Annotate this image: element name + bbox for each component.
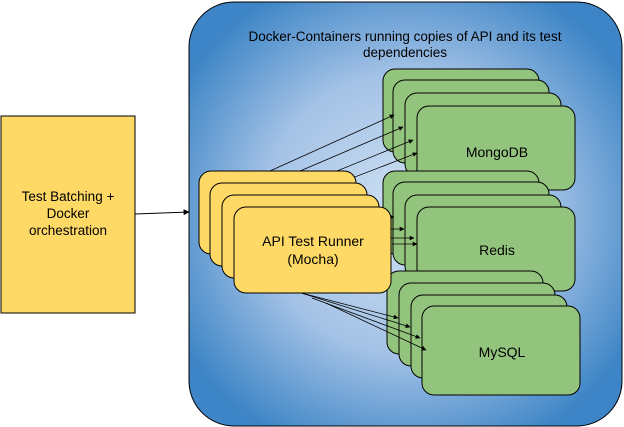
test-runner-label-line-2: (Mocha) — [287, 251, 338, 267]
mysql-stack: MySQL — [386, 270, 581, 396]
mysql-box — [421, 305, 581, 396]
runner-to-mysql-arrow-2 — [297, 291, 411, 329]
test-runner-box — [233, 206, 392, 294]
orchestrator-to-container-arrow — [134, 209, 190, 216]
orchestrator-group: Test Batching + Docker orchestration — [0, 115, 136, 314]
orchestrator-box — [0, 115, 136, 314]
orchestrator-label-line-1: Test Batching + — [22, 189, 115, 204]
test-runner-label-line-1: API Test Runner — [262, 233, 364, 249]
runner-to-mysql-arrow-4 — [325, 302, 427, 351]
container-title-line-1: Docker-Containers running copies of API … — [249, 29, 562, 44]
mongodb-stack: MongoDB — [382, 68, 576, 191]
redis-label: Redis — [479, 242, 515, 258]
container-title-line-2: dependencies — [363, 45, 447, 60]
mongodb-label: MongoDB — [466, 144, 528, 160]
orchestrator-label-line-3: orchestration — [29, 223, 107, 238]
redis-stack: Redis — [382, 170, 576, 292]
test-runner-stack: API Test Runner (Mocha) — [198, 170, 392, 294]
mysql-label: MySQL — [479, 344, 526, 360]
orchestrator-label-line-2: Docker — [47, 206, 90, 221]
runner-to-mongodb-arrow-1 — [249, 114, 395, 181]
